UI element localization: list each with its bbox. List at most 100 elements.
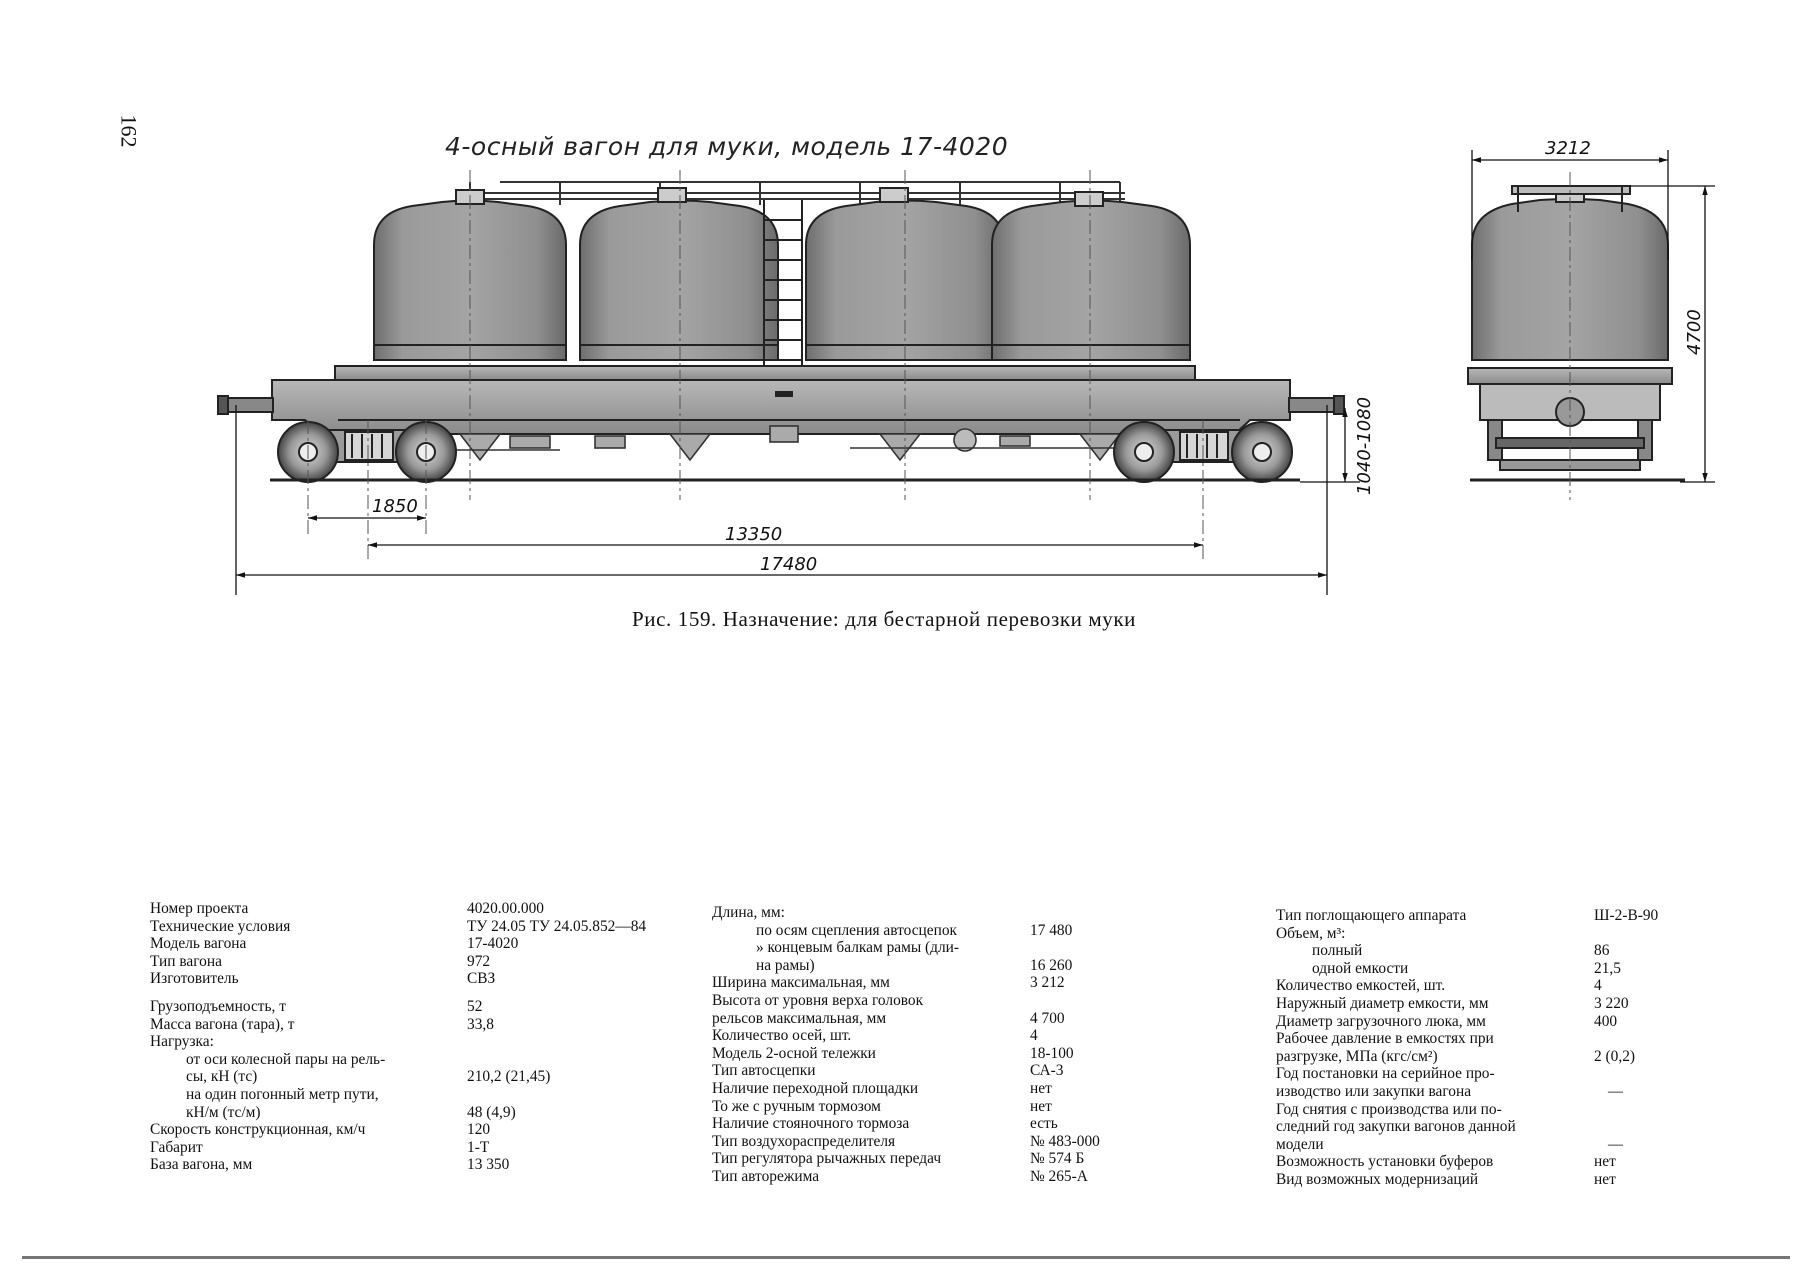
frame xyxy=(217,365,1345,435)
spec-row: Количество емкостей, шт.4 xyxy=(1276,977,1696,995)
bogie-left xyxy=(277,421,457,483)
figure-caption: Рис. 159. Назначение: для бестарной пере… xyxy=(632,607,1136,631)
spec-label: Тип поглощающего аппарата xyxy=(1276,907,1467,924)
spec-label: Грузоподъемность, т xyxy=(150,997,286,1015)
spec-value: нет xyxy=(1030,1079,1052,1097)
spec-row: Рабочее давление в емкостях при xyxy=(1276,1030,1696,1048)
spec-value: 48 (4,9) xyxy=(467,1103,516,1121)
spec-value: 17 480 xyxy=(1030,921,1073,939)
spec-row: То же с ручным тормозом нет xyxy=(712,1098,1152,1116)
spec-value: 1-Т xyxy=(467,1138,490,1156)
spec-label: Номер проекта xyxy=(150,900,249,917)
spec-label: Рабочее давление в емкостях при xyxy=(1276,1030,1494,1048)
spec-label: Технические условия xyxy=(150,917,291,935)
spec-label: изводство или закупки вагона xyxy=(1276,1082,1472,1100)
spec-value: 120 xyxy=(467,1121,491,1139)
spec-label: Тип автосцепки xyxy=(712,1062,816,1080)
spec-value: 52 xyxy=(467,997,483,1015)
spec-row: Тип поглощающего аппарата Ш-2-В-90 xyxy=(1276,907,1696,925)
spec-row: Длина, мм: xyxy=(712,904,1152,922)
spec-value: 3 212 xyxy=(1030,974,1065,992)
spec-value: 4020.00.000 xyxy=(467,900,544,917)
spec-label: модели xyxy=(1276,1135,1324,1153)
spec-label: Вид возможных модернизаций xyxy=(1276,1170,1479,1188)
spec-label: Модель вагона xyxy=(150,935,247,953)
dim-base: 13350 xyxy=(725,524,782,545)
spec-label: Модель 2-осной тележки xyxy=(712,1044,876,1062)
tanks xyxy=(373,187,1191,361)
spec-row: изводство или закупки вагона— xyxy=(1276,1083,1696,1101)
spec-row: следний год закупки вагонов данной xyxy=(1276,1118,1696,1136)
spec-value: 33,8 xyxy=(467,1015,494,1033)
spec-label: » концевым балкам рамы (дли- xyxy=(756,939,960,957)
spec-row: от оси колесной пары на рель- xyxy=(150,1051,710,1069)
spec-row: Количество осей, шт.4 xyxy=(712,1027,1152,1045)
spec-row: Год постановки на серийное про- xyxy=(1276,1065,1696,1083)
ladder xyxy=(763,200,803,372)
spec-row: на рамы)16 260 xyxy=(712,957,1152,975)
spec-value: нет xyxy=(1030,1097,1052,1115)
spec-label: База вагона, мм xyxy=(150,1156,253,1174)
spec-row: База вагона, мм 13 350 xyxy=(150,1156,710,1174)
end-view: 3212 4700 xyxy=(1467,138,1715,500)
spec-label: Высота от уровня верха головок xyxy=(712,991,924,1009)
spec-label: полный xyxy=(1312,942,1363,960)
spec-label: Диаметр загрузочного люка, мм xyxy=(1276,1012,1486,1030)
spec-value: 18-100 xyxy=(1030,1044,1074,1062)
spec-row: Год снятия с производства или по- xyxy=(1276,1101,1696,1119)
spec-label: по осям сцепления автосцепок xyxy=(756,921,958,939)
drawing-title: 4-осный вагон для муки, модель 17-4020 xyxy=(445,132,1009,161)
dim-bogie-base: 1850 xyxy=(372,496,418,517)
spec-value: 21,5 xyxy=(1594,959,1621,977)
spec-label: кН/м (тс/м) xyxy=(186,1103,261,1121)
dim-width: 3212 xyxy=(1545,138,1591,159)
spec-row: Тип автосцепки СА-3 xyxy=(712,1062,1152,1080)
spec-value: № 483-000 xyxy=(1030,1132,1100,1150)
spec-value: 210,2 (21,45) xyxy=(467,1068,551,1086)
spec-label: Ширина максимальная, мм xyxy=(712,974,890,992)
bogie-right xyxy=(1113,421,1293,483)
spec-value: СА-3 xyxy=(1030,1062,1064,1080)
spec-value: 16 260 xyxy=(1030,956,1073,974)
spec-label: Масса вагона (тара), т xyxy=(150,1015,295,1033)
spec-label: Год постановки на серийное про- xyxy=(1276,1065,1495,1083)
specs-middle: Длина, мм: по осям сцепления автосцепок 1… xyxy=(712,904,1152,1186)
spec-label: Тип вагона xyxy=(150,952,222,970)
spec-row: на один погонный метр пути, xyxy=(150,1086,710,1104)
spacer xyxy=(150,988,710,998)
spec-value: № 265-А xyxy=(1030,1167,1088,1185)
spec-row: Номер проекта 4020.00.000 xyxy=(150,900,710,918)
spec-label: То же с ручным тормозом xyxy=(712,1097,881,1115)
dimension-lines xyxy=(235,405,1360,595)
spec-value: Ш-2-В-90 xyxy=(1594,907,1659,924)
spec-label: следний год закупки вагонов данной xyxy=(1276,1118,1516,1136)
scan-edge-line xyxy=(22,1256,1790,1259)
spec-value: 4 700 xyxy=(1030,1009,1065,1027)
spec-row: Нагрузка: xyxy=(150,1033,710,1051)
spec-label: Длина, мм: xyxy=(712,904,785,921)
spec-row: Масса вагона (тара), т 33,8 xyxy=(150,1016,710,1034)
spec-label: рельсов максимальная, мм xyxy=(712,1009,887,1027)
spec-label: Наличие стояночного тормоза xyxy=(712,1115,910,1133)
spec-row: » концевым балкам рамы (дли- xyxy=(712,939,1152,957)
spec-label: Тип воздухораспределителя xyxy=(712,1132,896,1150)
dim-height: 4700 xyxy=(1684,309,1705,355)
spec-value: 13 350 xyxy=(467,1156,510,1174)
spec-label: Нагрузка: xyxy=(150,1033,214,1051)
spec-label: Возможность установки буферов xyxy=(1276,1153,1494,1171)
spec-label: разгрузке, МПа (кгс/см²) xyxy=(1276,1047,1438,1065)
spec-label: Наличие переходной площадки xyxy=(712,1079,919,1097)
side-view: 1850 13350 17480 1040-1080 xyxy=(217,170,1375,595)
